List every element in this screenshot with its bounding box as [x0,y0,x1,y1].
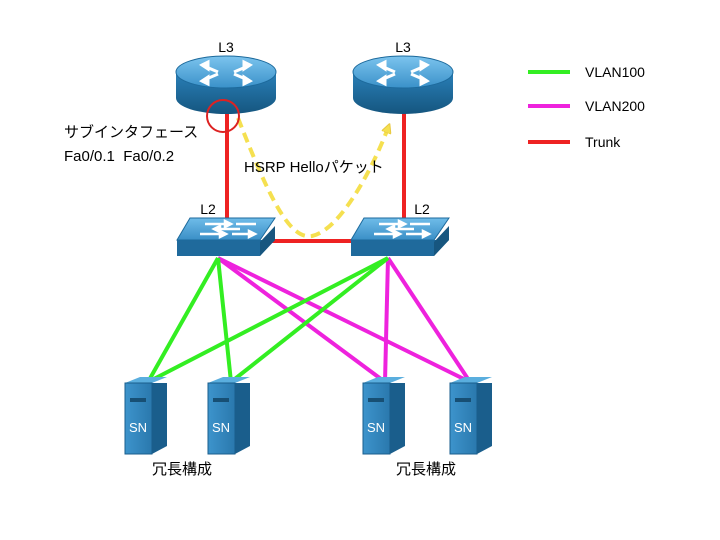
switch-arrows-icon [374,218,432,240]
vlan100-links [146,256,390,384]
router-right-label: L3 [395,39,411,55]
vlan200-links [216,256,472,384]
server-2[interactable]: SN [207,377,250,455]
redundancy-right-label: 冗長構成 [396,461,456,478]
redundancy-left-label: 冗長構成 [152,461,212,478]
switch-arrows-icon [200,218,258,240]
subinterface-highlight-circle [206,99,240,133]
switch-right[interactable] [350,217,450,256]
router-left-label: L3 [218,39,234,55]
switch-left-label: L2 [200,201,216,217]
switch-right-label: L2 [414,201,430,217]
server-label: SN [212,420,230,435]
hsrp-hello-arrow [236,117,388,239]
server-label: SN [367,420,385,435]
vlan200-link [386,256,472,384]
vlan200-link [216,256,387,384]
legend-label-vlan200: VLAN200 [585,98,645,114]
legend-label-trunk: Trunk [585,134,621,150]
switch-left[interactable] [176,217,276,256]
subinterface-title: サブインタフェース [64,123,198,141]
subinterface-ports: Fa0/0.1 Fa0/0.2 [64,148,174,165]
router-arrows-icon [199,59,253,87]
vlan100-link [146,257,220,383]
server-label: SN [129,420,147,435]
trunk-links [225,112,406,243]
legend-label-vlan100: VLAN100 [585,64,645,80]
server-4[interactable]: SN [449,377,492,455]
legend: VLAN100 VLAN200 Trunk [528,64,645,150]
vlan100-link [216,257,233,383]
router-arrows-icon [376,59,430,87]
server-1[interactable]: SN [124,377,167,455]
vlan200-link [217,256,471,384]
vlan200-link [383,257,390,383]
router-left[interactable] [175,55,277,114]
router-right[interactable] [352,55,454,114]
hsrp-label: HSRP Helloパケット [244,159,384,176]
vlan100-link [147,256,389,384]
vlan100-link [229,256,390,384]
server-label: SN [454,420,472,435]
server-3[interactable]: SN [362,377,405,455]
